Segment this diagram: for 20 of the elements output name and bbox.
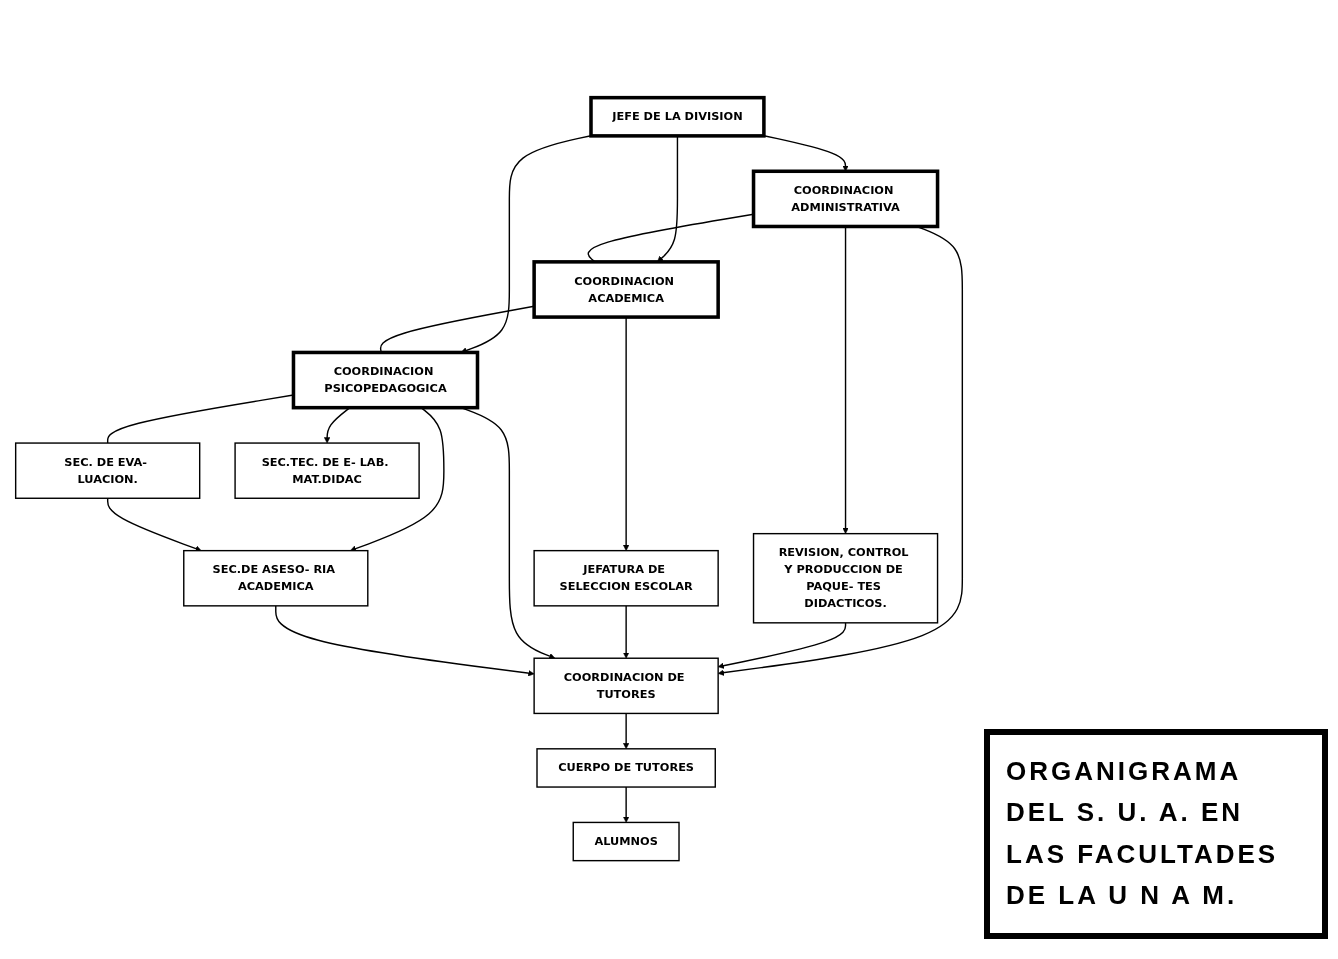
node-box: COORDINACION ADMINISTRATIVA <box>751 169 940 229</box>
title-box: ORGANIGRAMA DEL S. U. A. EN LAS FACULTADES DE LA U N A M. <box>984 728 1328 939</box>
arrow <box>623 713 630 750</box>
arrow <box>623 786 630 824</box>
node-box: ALUMNOS <box>572 822 680 862</box>
node-box: COORDINACION DE TUTORES <box>533 657 719 715</box>
arrow <box>623 605 630 659</box>
node-box: COORDINACION PSICOPEDAGOGICA <box>291 351 480 410</box>
node-box: REVISION, CONTROL Y PRODUCCION DE PAQUE- TES DIDACTICOS. <box>752 533 939 624</box>
node-box: CUERPO DE TUTORES <box>536 748 716 789</box>
node-box: SEC.TEC. DE E- LAB. MAT.DIDAC <box>234 442 420 500</box>
node-box: JEFE DE LA DIVISION <box>589 96 766 138</box>
arrow <box>106 497 202 552</box>
arrow <box>842 226 849 535</box>
node-box: SEC.DE ASESO- RIA ACADEMICA <box>183 550 369 607</box>
node-box: JEFATURA DE SELECCION ESCOLAR <box>533 550 719 607</box>
node-box: SEC. DE EVA- LUACION. <box>14 442 201 500</box>
arrow <box>763 135 849 172</box>
node-box: COORDINACION ACADEMICA <box>532 260 720 320</box>
arrow <box>275 605 535 677</box>
